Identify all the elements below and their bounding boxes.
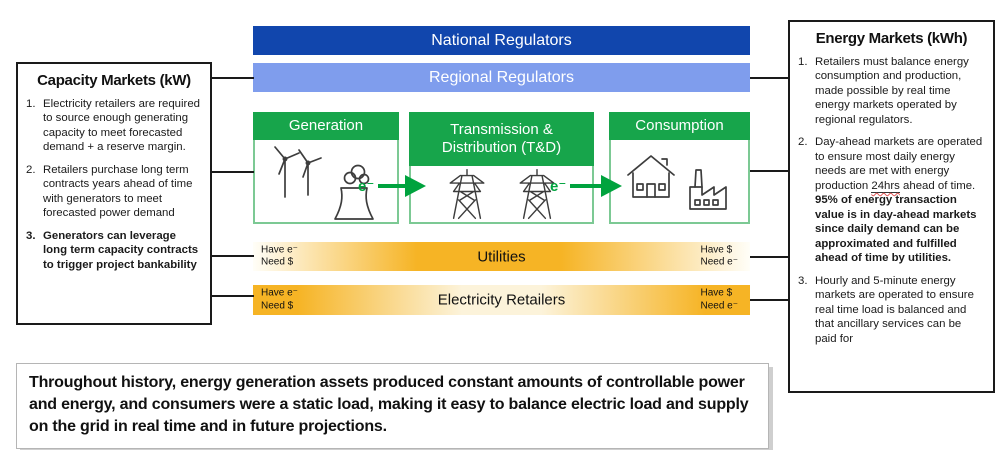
generation-box: Generation — [253, 112, 399, 224]
item-number: 1. — [26, 98, 36, 110]
connector-line — [750, 170, 788, 172]
list-item: 3. Hourly and 5-minute energy markets ar… — [798, 274, 985, 346]
regional-regulators-bar: Regional Regulators — [253, 63, 750, 92]
item-number: 2. — [798, 136, 808, 149]
consumption-body — [609, 140, 750, 224]
house-icon — [625, 153, 677, 199]
energy-markets-panel: Energy Markets (kWh) 1. Retailers must b… — [788, 20, 995, 393]
electron-label: e⁻ — [358, 177, 375, 195]
connector-line — [750, 77, 788, 79]
item-number: 1. — [798, 56, 808, 68]
transmission-body — [409, 166, 594, 224]
footnote-box: Throughout history, energy generation as… — [16, 363, 769, 449]
item-text: Hourly and 5-minute energy markets are o… — [815, 274, 974, 345]
item-number: 2. — [26, 163, 36, 176]
arrow-right-icon — [570, 175, 623, 197]
electron-flow-generation-to-transmission: e⁻ — [358, 174, 427, 198]
power-plant-icon — [326, 161, 384, 221]
connector-line — [750, 256, 788, 258]
consumption-box: Consumption — [609, 112, 750, 224]
consumption-title: Consumption — [635, 117, 724, 134]
national-regulators-label: National Regulators — [431, 31, 572, 49]
utilities-bar: Have e⁻Need $ Utilities Have $Need e⁻ — [253, 242, 750, 271]
list-item: 1. Retailers must balance energy consump… — [798, 55, 985, 127]
list-item: 3. Generators can leverage long term cap… — [26, 229, 202, 272]
item-number: 3. — [26, 229, 36, 242]
regional-regulators-label: Regional Regulators — [429, 68, 574, 86]
transmission-box: Transmission & Distribution (T&D) — [409, 112, 594, 224]
connector-line — [210, 171, 254, 173]
connector-line — [210, 77, 254, 79]
factory-icon — [685, 167, 735, 211]
connector-line — [750, 299, 788, 301]
connector-line — [210, 295, 254, 297]
utilities-label: Utilities — [477, 248, 526, 265]
have-need-label: Have e⁻Need $ — [261, 287, 298, 312]
underlined-text: 24hrs — [871, 179, 900, 193]
item-text: Retailers purchase long term contracts y… — [43, 163, 193, 220]
electron-flow-transmission-to-consumption: e⁻ — [550, 174, 623, 198]
have-need-label: Have $Need e⁻ — [700, 244, 738, 268]
item-text: Day-ahead markets are operated to ensure… — [815, 136, 983, 265]
transmission-tower-icon — [515, 168, 559, 220]
connector-line — [210, 255, 254, 257]
item-text: Electricity retailers are required to so… — [43, 98, 200, 154]
electron-label: e⁻ — [550, 177, 567, 195]
arrow-right-icon — [378, 175, 427, 197]
capacity-markets-title: Capacity Markets (kW) — [37, 72, 191, 89]
wind-turbine-icon — [268, 141, 326, 203]
energy-markets-list: 1. Retailers must balance energy consump… — [798, 55, 985, 346]
capacity-markets-panel: Capacity Markets (kW) 1. Electricity ret… — [16, 62, 212, 325]
transmission-tower-icon — [445, 168, 489, 220]
national-regulators-bar: National Regulators — [253, 26, 750, 55]
item-text: Retailers must balance energy consumptio… — [815, 56, 969, 126]
capacity-markets-list: 1. Electricity retailers are required to… — [26, 97, 202, 272]
footnote-text: Throughout history, energy generation as… — [29, 374, 749, 435]
generation-title: Generation — [288, 117, 364, 134]
list-item: 1. Electricity retailers are required to… — [26, 97, 202, 155]
item-text: Generators can leverage long term capaci… — [43, 229, 199, 271]
consumption-header: Consumption — [609, 112, 750, 140]
energy-markets-title: Energy Markets (kWh) — [815, 30, 968, 47]
list-item: 2. Day-ahead markets are operated to ens… — [798, 135, 985, 265]
transmission-header: Transmission & Distribution (T&D) — [409, 112, 594, 166]
transmission-title: Transmission & Distribution (T&D) — [441, 121, 562, 156]
retailers-label: Electricity Retailers — [437, 291, 566, 309]
have-need-label: Have e⁻Need $ — [261, 244, 298, 268]
generation-body — [253, 140, 399, 224]
generation-header: Generation — [253, 112, 399, 140]
have-need-label: Have $Need e⁻ — [700, 287, 738, 312]
list-item: 2. Retailers purchase long term contract… — [26, 163, 202, 221]
electricity-retailers-bar: Have e⁻Need $ Electricity Retailers Have… — [253, 285, 750, 315]
bold-text: 95% of energy transaction value is in da… — [815, 194, 977, 265]
item-number: 3. — [798, 274, 808, 287]
